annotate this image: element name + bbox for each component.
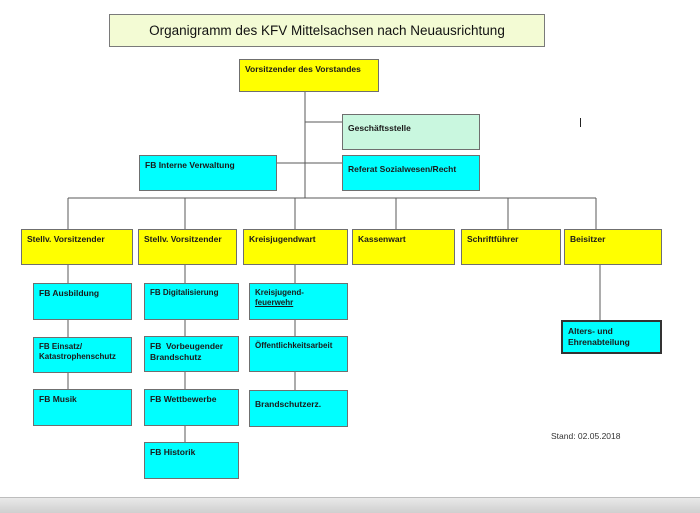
label-schriftfuehrer: Schriftführer	[467, 234, 519, 244]
chart-title-text: Organigramm des KFV Mittelsachsen nach N…	[149, 23, 505, 38]
label-fb-vorbeugender-line2: Brandschutz	[150, 351, 202, 362]
box-fb-ausbildung: FB Ausbildung	[33, 283, 132, 320]
label-fb-interne-verwaltung: FB Interne Verwaltung	[145, 160, 235, 170]
label-geschaeftsstelle: Geschäftsstelle	[348, 123, 411, 133]
box-brandschutzerz: Brandschutzerz.	[249, 390, 348, 427]
label-alters-line2: Ehrenabteilung	[568, 336, 630, 347]
label-fb-einsatz-line2: Katastrophenschutz	[39, 352, 116, 361]
text-cursor-icon	[580, 118, 581, 127]
box-geschaeftsstelle: Geschäftsstelle	[342, 114, 480, 150]
box-fb-musik: FB Musik	[33, 389, 132, 426]
label-fb-ausbildung: FB Ausbildung	[39, 288, 100, 298]
label-stellv-vorsitzender-2: Stellv. Vorsitzender	[144, 234, 222, 244]
box-fb-wettbewerbe: FB Wettbewerbe	[144, 389, 239, 426]
label-kreisjugendwart: Kreisjugendwart	[249, 234, 316, 244]
label-referat-sozialwesen: Referat Sozialwesen/Recht	[348, 164, 457, 174]
box-fb-einsatz: FB Einsatz/ Katastrophenschutz	[33, 337, 132, 373]
box-fb-vorbeugender-brandschutz: FB Vorbeugender Brandschutz	[144, 336, 239, 372]
label-kassenwart: Kassenwart	[358, 234, 406, 244]
box-kreisjugendwart: Kreisjugendwart	[243, 229, 348, 265]
label-kreisjugend-line2: feuerwehr	[255, 298, 294, 307]
box-fb-digitalisierung: FB Digitalisierung	[144, 283, 239, 320]
box-fb-historik: FB Historik	[144, 442, 239, 479]
label-fb-historik: FB Historik	[150, 447, 196, 457]
chart-title: Organigramm des KFV Mittelsachsen nach N…	[109, 14, 545, 47]
box-stellv-vorsitzender-2: Stellv. Vorsitzender	[138, 229, 237, 265]
label-fb-digitalisierung: FB Digitalisierung	[150, 288, 219, 297]
box-oeffentlichkeitsarbeit: Öffentlichkeitsarbeit	[249, 336, 348, 372]
bottom-scrollbar-area	[0, 497, 700, 513]
label-vorsitzender: Vorsitzender des Vorstandes	[245, 64, 361, 74]
label-fb-wettbewerbe: FB Wettbewerbe	[150, 394, 217, 404]
label-fb-vorbeugender-line1: FB Vorbeugender	[150, 341, 224, 351]
label-brandschutzerz: Brandschutzerz.	[255, 399, 322, 409]
box-referat-sozialwesen: Referat Sozialwesen/Recht	[342, 155, 480, 191]
box-kassenwart: Kassenwart	[352, 229, 455, 265]
label-fb-musik: FB Musik	[39, 394, 77, 404]
label-alters-line1: Alters- und	[568, 326, 613, 336]
box-fb-interne-verwaltung: FB Interne Verwaltung	[139, 155, 277, 191]
label-beisitzer: Beisitzer	[570, 234, 606, 244]
box-kreisjugendfeuerwehr: Kreisjugend- feuerwehr	[249, 283, 348, 320]
label-kreisjugend-line1: Kreisjugend-	[255, 288, 304, 297]
label-fb-einsatz-line1: FB Einsatz/	[39, 342, 83, 351]
box-alters-ehrenabteilung: Alters- und Ehrenabteilung	[561, 320, 662, 354]
stand-date: Stand: 02.05.2018	[551, 431, 621, 441]
box-stellv-vorsitzender-1: Stellv. Vorsitzender	[21, 229, 133, 265]
box-vorsitzender: Vorsitzender des Vorstandes	[239, 59, 379, 92]
box-schriftfuehrer: Schriftführer	[461, 229, 561, 265]
label-stellv-vorsitzender-1: Stellv. Vorsitzender	[27, 234, 105, 244]
label-oeffentlichkeitsarbeit: Öffentlichkeitsarbeit	[255, 341, 333, 350]
box-beisitzer: Beisitzer	[564, 229, 662, 265]
